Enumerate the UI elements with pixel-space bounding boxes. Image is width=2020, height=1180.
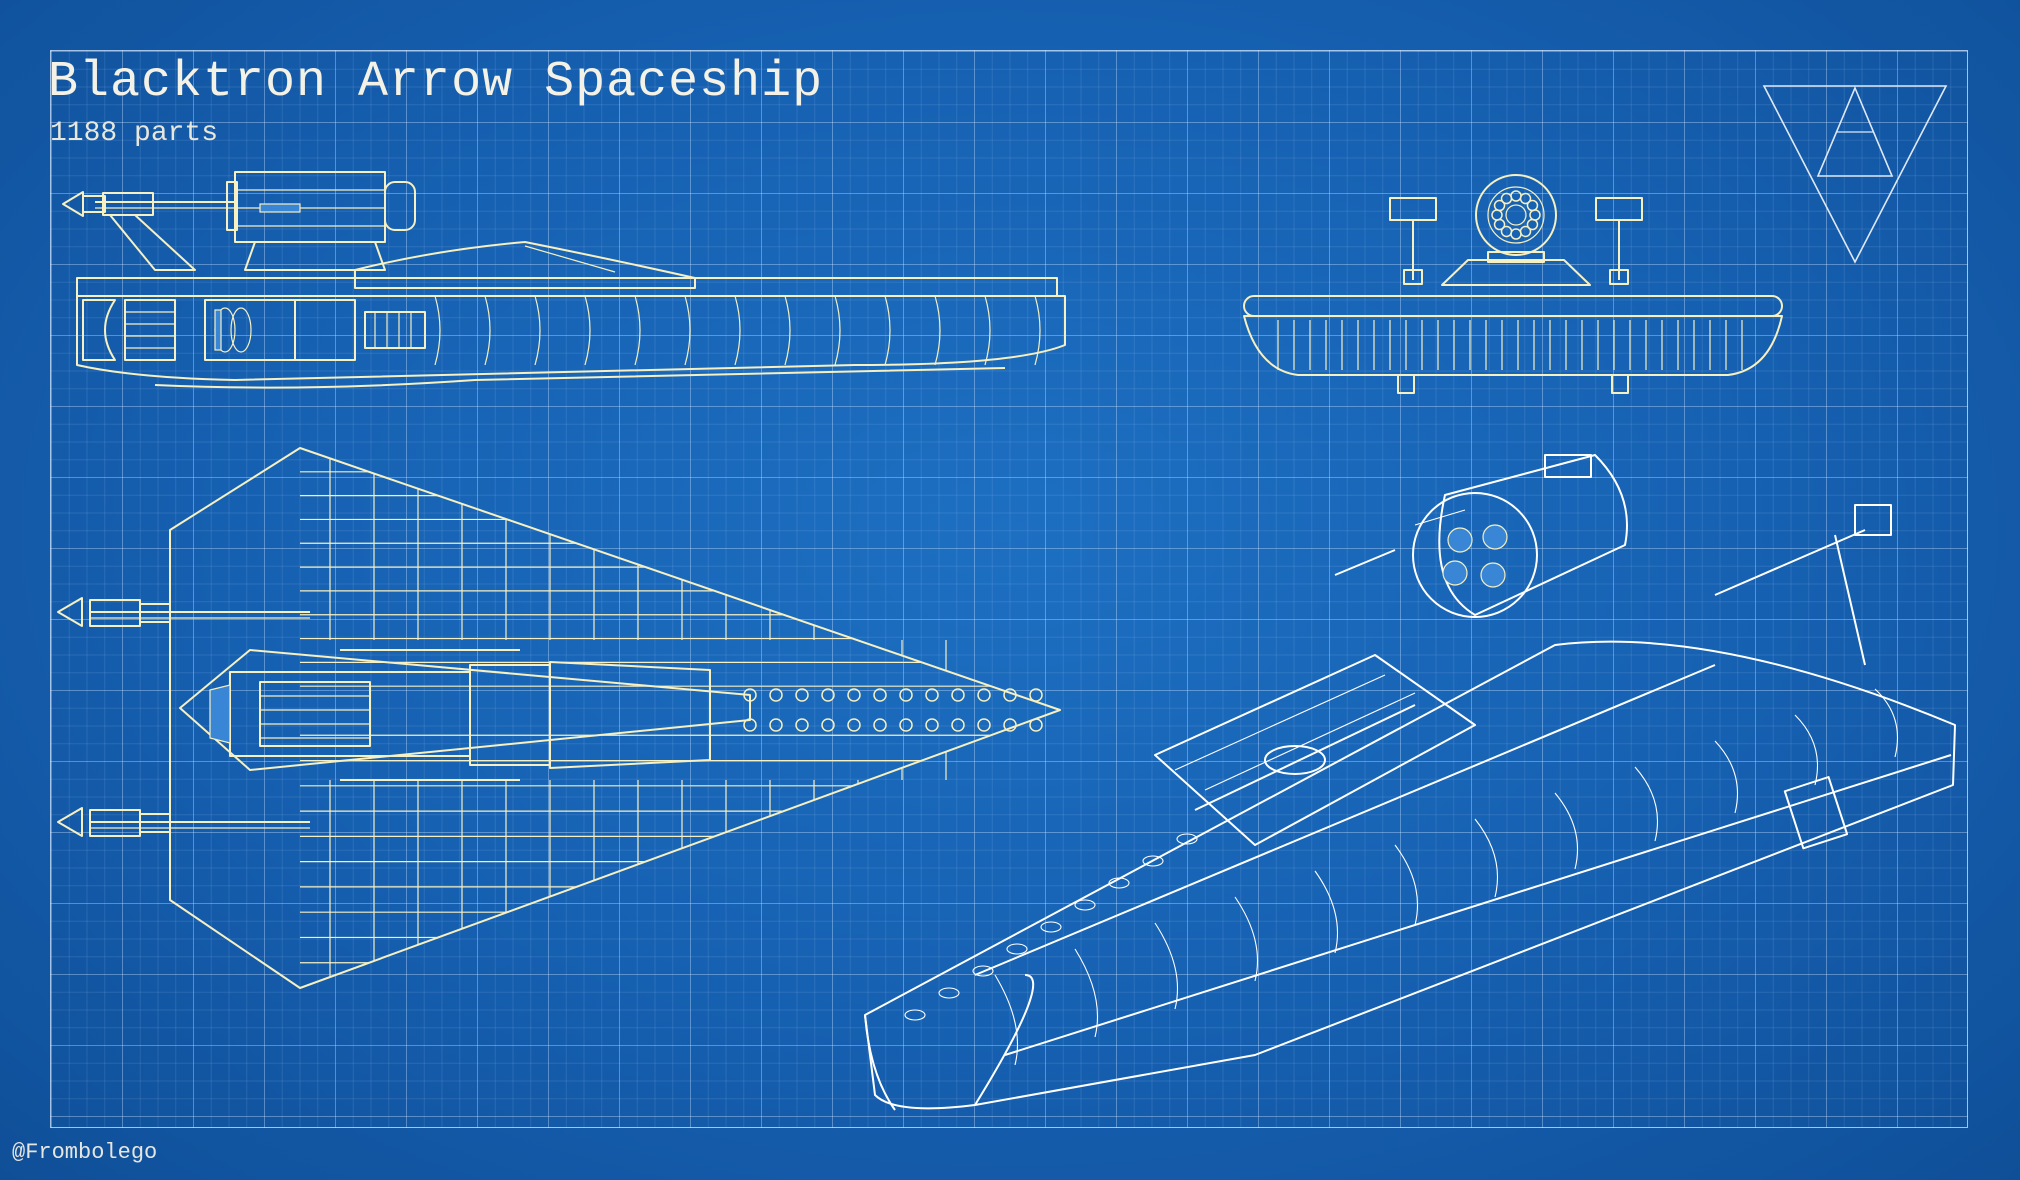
stud-circle — [1003, 688, 1017, 702]
hull-segment-line — [1634, 766, 1658, 842]
engine-port-circle — [1493, 218, 1506, 231]
top-view-panels — [300, 458, 1043, 978]
stud-circle — [873, 688, 887, 702]
stud-ellipse — [938, 987, 960, 999]
side-view-drawing — [62, 171, 1066, 389]
page-title: Blacktron Arrow Spaceship — [48, 54, 824, 111]
stud-circle — [951, 718, 965, 732]
hull-segment-line — [994, 974, 1018, 1066]
stud-circle — [821, 688, 835, 702]
engine-port-circle — [1529, 209, 1541, 221]
hull-segment-line — [1714, 740, 1738, 814]
stud-circle — [821, 718, 835, 732]
hull-segment-line — [884, 295, 891, 366]
hull-segment-line — [1234, 896, 1258, 982]
perspective-view-drawing — [864, 454, 1956, 1111]
stud-ellipse — [972, 965, 994, 977]
hull-segment-line — [934, 295, 941, 366]
stud-circle — [743, 688, 757, 702]
hull-segment-line — [634, 295, 641, 366]
stud-circle — [899, 718, 913, 732]
stud-ellipse — [1040, 921, 1062, 933]
perspective-view-panels — [904, 688, 1899, 1066]
side-view-panels — [434, 295, 1041, 366]
hull-segment-line — [434, 295, 441, 366]
hull-segment-line — [834, 295, 841, 366]
hull-segment-line — [784, 295, 791, 366]
engine-port-circle — [1526, 199, 1539, 212]
hull-segment-line — [534, 295, 541, 366]
stud-ellipse — [1108, 877, 1130, 889]
front-view-drawing — [1243, 174, 1783, 394]
engine-port-circle — [1510, 190, 1522, 202]
stud-circle — [873, 718, 887, 732]
hull-segment-line — [584, 295, 591, 366]
hull-segment-line — [1314, 870, 1338, 954]
hull-segment-line — [1074, 948, 1098, 1038]
stud-ellipse — [1142, 855, 1164, 867]
blueprint-grid — [50, 50, 1968, 1128]
stud-circle — [977, 688, 991, 702]
triangle-logo-icon — [1762, 85, 1948, 264]
hull-segment-line — [1554, 792, 1578, 870]
engine-port-circle — [1500, 225, 1513, 238]
stud-circle — [769, 688, 783, 702]
engine-port-circle — [1519, 192, 1532, 205]
stud-ellipse — [1074, 899, 1096, 911]
stud-ellipse — [1176, 833, 1198, 845]
stud-circle — [743, 718, 757, 732]
stud-circle — [795, 718, 809, 732]
hull-segment-line — [1794, 714, 1819, 786]
engine-port-circle — [1493, 199, 1506, 212]
stud-ellipse — [904, 1009, 926, 1021]
engine-port-circle — [1491, 209, 1503, 221]
front-view-panels — [1277, 190, 1743, 370]
stud-circle — [847, 688, 861, 702]
hull-segment-line — [734, 295, 741, 366]
hull-segment-line — [984, 295, 991, 366]
stud-circle — [769, 718, 783, 732]
stud-circle — [951, 688, 965, 702]
stud-circle — [899, 688, 913, 702]
engine-port-circle — [1510, 228, 1522, 240]
stud-ellipse — [1006, 943, 1028, 955]
stud-circle — [1029, 718, 1043, 732]
engine-port-circle — [1519, 225, 1532, 238]
stud-circle — [795, 688, 809, 702]
parts-count: 1188 parts — [50, 118, 219, 149]
hull-segment-line — [1394, 844, 1418, 926]
stud-circle — [977, 718, 991, 732]
stud-circle — [1029, 688, 1043, 702]
hull-segment-line — [1474, 818, 1498, 898]
hull-segment-line — [1154, 922, 1178, 1010]
top-view-drawing — [57, 447, 1061, 989]
hull-segment-line — [1034, 295, 1041, 366]
hull-segment-line — [484, 295, 491, 366]
hull-segment-line — [1874, 688, 1899, 758]
author-credit: @Frombolego — [12, 1140, 158, 1165]
stud-circle — [847, 718, 861, 732]
engine-port-circle — [1500, 192, 1513, 205]
hull-segment-line — [684, 295, 691, 366]
engine-port-circle — [1526, 218, 1539, 231]
stud-circle — [1003, 718, 1017, 732]
stud-circle — [925, 718, 939, 732]
stud-circle — [925, 688, 939, 702]
